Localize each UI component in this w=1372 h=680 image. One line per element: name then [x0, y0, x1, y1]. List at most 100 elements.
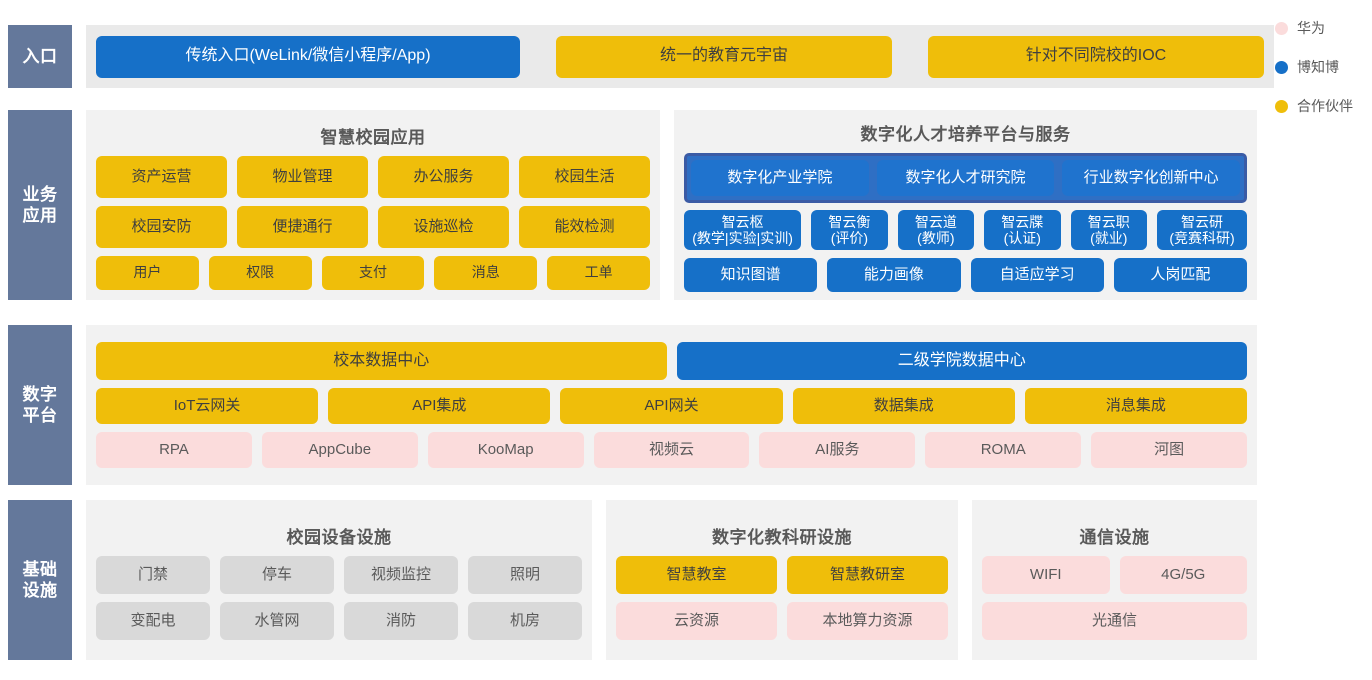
talent-box-research-institute[interactable]: 数字化人才研究院 [876, 160, 1055, 196]
panel-digital-research-facility: 数字化教科研设施 智慧教室 智慧教研室 云资源 本地算力资源 [606, 500, 958, 660]
zhiyun-box-heng[interactable]: 智云衡 (评价) [811, 210, 888, 250]
data-box-iot-gateway[interactable]: IoT云网关 [96, 388, 319, 424]
capability-box-knowledge-graph[interactable]: 知识图谱 [684, 258, 818, 292]
campus-box-security[interactable]: 校园安防 [96, 205, 227, 248]
campus-box-access[interactable]: 便捷通行 [237, 205, 368, 248]
data-box-message-integration[interactable]: 消息集成 [1024, 388, 1248, 424]
panel-communication-facility: 通信设施 WIFI 4G/5G 光通信 [972, 500, 1257, 660]
data-box-school-data-center[interactable]: 校本数据中心 [96, 342, 667, 380]
comm-row-1: WIFI 4G/5G [982, 555, 1247, 594]
campus-box-inspection[interactable]: 设施巡检 [378, 205, 509, 248]
capability-box-adaptive-learning[interactable]: 自适应学习 [970, 258, 1104, 292]
facility-box-fire-control[interactable]: 消防 [344, 601, 458, 640]
legend-item-bozhibo: 博知博 [1275, 57, 1370, 77]
legend-label-bozhibo: 博知博 [1297, 59, 1339, 75]
campus-box-workorder[interactable]: 工单 [547, 255, 650, 290]
data-box-hetu[interactable]: 河图 [1091, 432, 1248, 468]
panel-smart-campus: 智慧校园应用 资产运营 物业管理 办公服务 校园生活 校园安防 便捷通行 设施巡… [86, 110, 660, 300]
zhiyun-box-dao[interactable]: 智云道 (教师) [897, 210, 975, 250]
legend-dot-huawei-icon [1275, 21, 1288, 35]
layer-label-infra-line1: 基础 [22, 560, 58, 579]
layer-label-data-line2: 平台 [22, 406, 58, 425]
data-row-integration: IoT云网关 API集成 API网关 数据集成 消息集成 [96, 388, 1248, 424]
talent-box-innovation-center[interactable]: 行业数字化创新中心 [1062, 160, 1241, 196]
zhiyun-box-yan[interactable]: 智云研 (竞赛科研) [1156, 210, 1247, 250]
data-row-centers: 校本数据中心 二级学院数据中心 [96, 342, 1247, 380]
layer-label-infrastructure: 基础 设施 [8, 500, 72, 660]
data-box-roma[interactable]: ROMA [925, 432, 1082, 468]
layer-label-data-platform: 数字 平台 [8, 325, 72, 485]
campus-box-property[interactable]: 物业管理 [237, 155, 368, 198]
data-box-koomap[interactable]: KooMap [427, 432, 584, 468]
zhiyun-box-die[interactable]: 智云牒 (认证) [984, 210, 1061, 250]
layer-data-body: 校本数据中心 二级学院数据中心 IoT云网关 API集成 API网关 数据集成 … [86, 325, 1257, 485]
comm-row-2: 光通信 [982, 601, 1247, 640]
legend: 华为 博知博 合作伙伴 [1275, 18, 1370, 135]
data-box-rpa[interactable]: RPA [96, 432, 252, 468]
data-box-api-integration[interactable]: API集成 [328, 388, 551, 424]
legend-label-partner: 合作伙伴 [1297, 98, 1353, 114]
research-row-2: 云资源 本地算力资源 [616, 601, 948, 640]
zhiyun-box-shu[interactable]: 智云枢 (教学|实验|实训) [684, 210, 802, 250]
talent-group-institutes: 数字化产业学院 数字化人才研究院 行业数字化创新中心 [684, 153, 1247, 203]
campus-box-permission[interactable]: 权限 [208, 255, 312, 290]
capability-box-job-matching[interactable]: 人岗匹配 [1113, 258, 1247, 292]
entry-item-metaverse[interactable]: 统一的教育元宇宙 [556, 35, 892, 78]
panel-data-platform: 校本数据中心 二级学院数据中心 IoT云网关 API集成 API网关 数据集成 … [86, 325, 1257, 485]
campus-row-1: 资产运营 物业管理 办公服务 校园生活 [96, 155, 650, 198]
campus-box-energy[interactable]: 能效检测 [519, 205, 650, 248]
research-box-smart-classroom[interactable]: 智慧教室 [616, 555, 777, 594]
research-box-smart-research-room[interactable]: 智慧教研室 [787, 555, 948, 594]
research-box-cloud-resource[interactable]: 云资源 [616, 601, 777, 640]
layer-infra-body: 校园设备设施 门禁 停车 视频监控 照明 变配电 水管网 消防 机房 数字化教科… [86, 500, 1257, 660]
layer-label-business-line1: 业务 [22, 185, 58, 204]
layer-entry-body: 传统入口(WeLink/微信小程序/App) 统一的教育元宇宙 针对不同院校的I… [86, 25, 1274, 88]
layer-label-data-line1: 数字 [22, 385, 58, 404]
facility-box-lighting[interactable]: 照明 [468, 555, 582, 594]
facility-box-water-pipe-network[interactable]: 水管网 [220, 601, 334, 640]
layer-business: 业务 应用 智慧校园应用 资产运营 物业管理 办公服务 校园生活 校园安防 便捷… [8, 110, 1257, 300]
panel-campus-facility: 校园设备设施 门禁 停车 视频监控 照明 变配电 水管网 消防 机房 [86, 500, 592, 660]
campus-box-life[interactable]: 校园生活 [519, 155, 650, 198]
campus-box-message[interactable]: 消息 [434, 255, 538, 290]
data-box-college-data-center[interactable]: 二级学院数据中心 [676, 342, 1247, 380]
campus-row-3: 用户 权限 支付 消息 工单 [96, 255, 650, 290]
comm-box-4g-5g[interactable]: 4G/5G [1119, 555, 1247, 594]
data-row-services: RPA AppCube KooMap 视频云 AI服务 ROMA 河图 [96, 432, 1248, 468]
facility-box-video-surveillance[interactable]: 视频监控 [344, 555, 458, 594]
research-row-1: 智慧教室 智慧教研室 [616, 555, 948, 594]
facility-box-power-distribution[interactable]: 变配电 [96, 601, 210, 640]
data-box-ai-service[interactable]: AI服务 [759, 432, 916, 468]
legend-item-huawei: 华为 [1275, 18, 1370, 38]
panel-title-digital-research: 数字化教科研设施 [712, 527, 852, 547]
data-box-api-gateway[interactable]: API网关 [560, 388, 783, 424]
legend-label-huawei: 华为 [1297, 20, 1325, 36]
campus-box-office[interactable]: 办公服务 [378, 155, 509, 198]
facility-row-1: 门禁 停车 视频监控 照明 [96, 555, 582, 594]
campus-box-asset[interactable]: 资产运营 [96, 155, 227, 198]
talent-box-industry-college[interactable]: 数字化产业学院 [691, 160, 869, 196]
layer-entry: 入口 传统入口(WeLink/微信小程序/App) 统一的教育元宇宙 针对不同院… [8, 25, 1274, 88]
legend-dot-bozhibo-icon [1275, 60, 1288, 74]
layer-infrastructure: 基础 设施 校园设备设施 门禁 停车 视频监控 照明 变配电 水管网 消防 机房 [8, 500, 1257, 660]
campus-box-user[interactable]: 用户 [96, 255, 199, 290]
data-box-appcube[interactable]: AppCube [261, 432, 418, 468]
data-box-video-cloud[interactable]: 视频云 [593, 432, 750, 468]
layer-label-business-line2: 应用 [22, 206, 58, 225]
entry-item-traditional[interactable]: 传统入口(WeLink/微信小程序/App) [96, 35, 520, 78]
research-box-local-compute-resource[interactable]: 本地算力资源 [787, 601, 948, 640]
layer-business-body: 智慧校园应用 资产运营 物业管理 办公服务 校园生活 校园安防 便捷通行 设施巡… [86, 110, 1257, 300]
comm-box-wifi[interactable]: WIFI [982, 555, 1110, 594]
data-box-data-integration[interactable]: 数据集成 [792, 388, 1015, 424]
zhiyun-box-zhi[interactable]: 智云职 (就业) [1070, 210, 1147, 250]
facility-box-parking[interactable]: 停车 [220, 555, 334, 594]
facility-box-access-control[interactable]: 门禁 [96, 555, 210, 594]
facility-box-machine-room[interactable]: 机房 [468, 601, 582, 640]
comm-box-optical-communication[interactable]: 光通信 [982, 601, 1247, 640]
capability-box-ability-profile[interactable]: 能力画像 [827, 258, 961, 292]
entry-item-ioc[interactable]: 针对不同院校的IOC [928, 35, 1264, 78]
layer-label-entry: 入口 [8, 25, 72, 88]
campus-box-payment[interactable]: 支付 [321, 255, 425, 290]
layer-label-business: 业务 应用 [8, 110, 72, 300]
